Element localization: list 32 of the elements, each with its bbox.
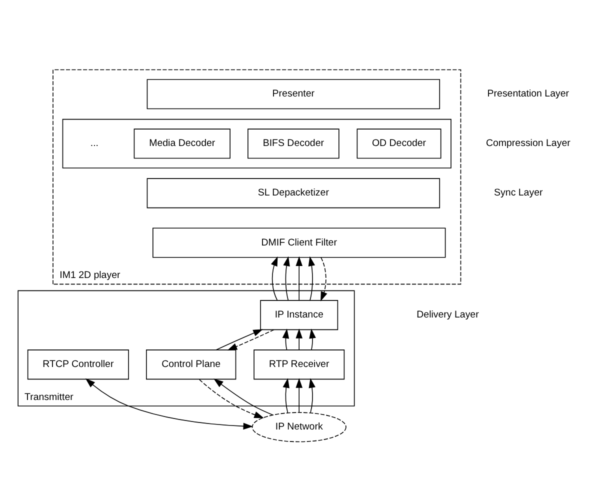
arrow <box>270 256 278 300</box>
node-box: DMIF Client Filter <box>152 227 446 258</box>
arrow <box>283 256 290 300</box>
label: Compression Layer <box>486 138 570 149</box>
node-box: IP Instance <box>260 300 338 330</box>
label: Sync Layer <box>494 187 543 198</box>
label: ... <box>90 138 98 149</box>
arrow <box>199 378 264 418</box>
arrow <box>308 378 316 413</box>
arrow <box>282 328 290 350</box>
node-box: RTCP Controller <box>27 349 129 380</box>
arrow <box>282 378 290 413</box>
arrow <box>296 378 303 412</box>
arrow <box>216 328 263 350</box>
node-box: BIFS Decoder <box>248 128 340 158</box>
cluster <box>62 118 452 168</box>
node-box: Control Plane <box>146 349 236 380</box>
label: Delivery Layer <box>416 309 479 320</box>
node-box: SL Depacketizer <box>146 178 440 208</box>
node-box: Media Decoder <box>134 128 230 158</box>
arrow <box>308 256 316 300</box>
arrow <box>320 256 328 301</box>
arrow <box>296 328 303 350</box>
node-box: Presenter <box>146 78 440 109</box>
arrow <box>296 256 303 300</box>
arrow <box>227 328 274 350</box>
label: Presentation Layer <box>487 88 570 100</box>
arrow <box>214 378 274 415</box>
node-box: OD Decoder <box>356 128 442 158</box>
node-box: RTP Receiver <box>254 349 345 380</box>
arrow <box>85 378 254 430</box>
arrow <box>309 328 316 350</box>
